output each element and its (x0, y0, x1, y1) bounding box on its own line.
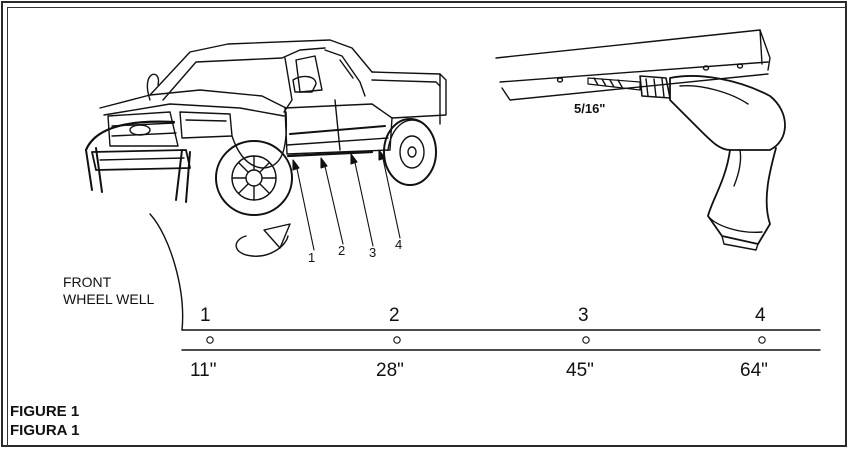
rail-hole (736, 63, 744, 69)
measurement-label: 64" (740, 360, 768, 381)
truck-emblem (129, 124, 151, 136)
hole-marker (758, 336, 766, 344)
callout-label: 1 (308, 250, 316, 265)
pickup-truck-illustration (84, 39, 447, 216)
direction-arrow-icon (235, 223, 291, 257)
measurement-label: 11" (190, 360, 217, 381)
bull-bar (91, 149, 191, 171)
callout-arrows (292, 149, 401, 251)
rail-holes (206, 336, 766, 344)
frame-inner-left-rule (7, 7, 8, 447)
drill-handle (707, 147, 777, 245)
drill-bit (587, 77, 641, 91)
callout-label: 3 (369, 245, 377, 260)
figure-label: FIGURE 1 (10, 403, 80, 420)
front-label: FRONT (63, 274, 112, 290)
hole-position-label: 4 (755, 305, 766, 326)
measurement-rail (181, 329, 821, 351)
wheel-well-label: WHEEL WELL (63, 291, 155, 307)
hole-marker (393, 336, 401, 344)
measurement-label: 28" (376, 360, 404, 381)
grille (107, 111, 179, 147)
rear-tire (383, 118, 437, 186)
rail-hole (702, 65, 710, 71)
side-mirror (292, 75, 317, 93)
headlight (179, 111, 233, 139)
callout-label: 4 (395, 237, 403, 252)
hole-position-label: 3 (578, 305, 589, 326)
measurement-label: 45" (566, 360, 594, 381)
callout-label: 2 (338, 243, 346, 258)
frame-inner-top-rule (7, 7, 845, 8)
drill-illustration (495, 29, 786, 251)
door-window (295, 55, 323, 93)
drill-body (669, 75, 786, 151)
hole-position-label: 2 (389, 305, 400, 326)
hole-marker (206, 336, 214, 344)
hole-marker (582, 336, 590, 344)
drill-size-label: 5/16" (574, 101, 606, 116)
hole-position-label: 1 (200, 305, 211, 326)
figure-label-spanish: FIGURA 1 (10, 422, 80, 439)
rail-hole (556, 77, 564, 83)
front-tire (215, 140, 293, 216)
wheel-well-arc (149, 213, 184, 331)
rear-rim (399, 135, 425, 169)
